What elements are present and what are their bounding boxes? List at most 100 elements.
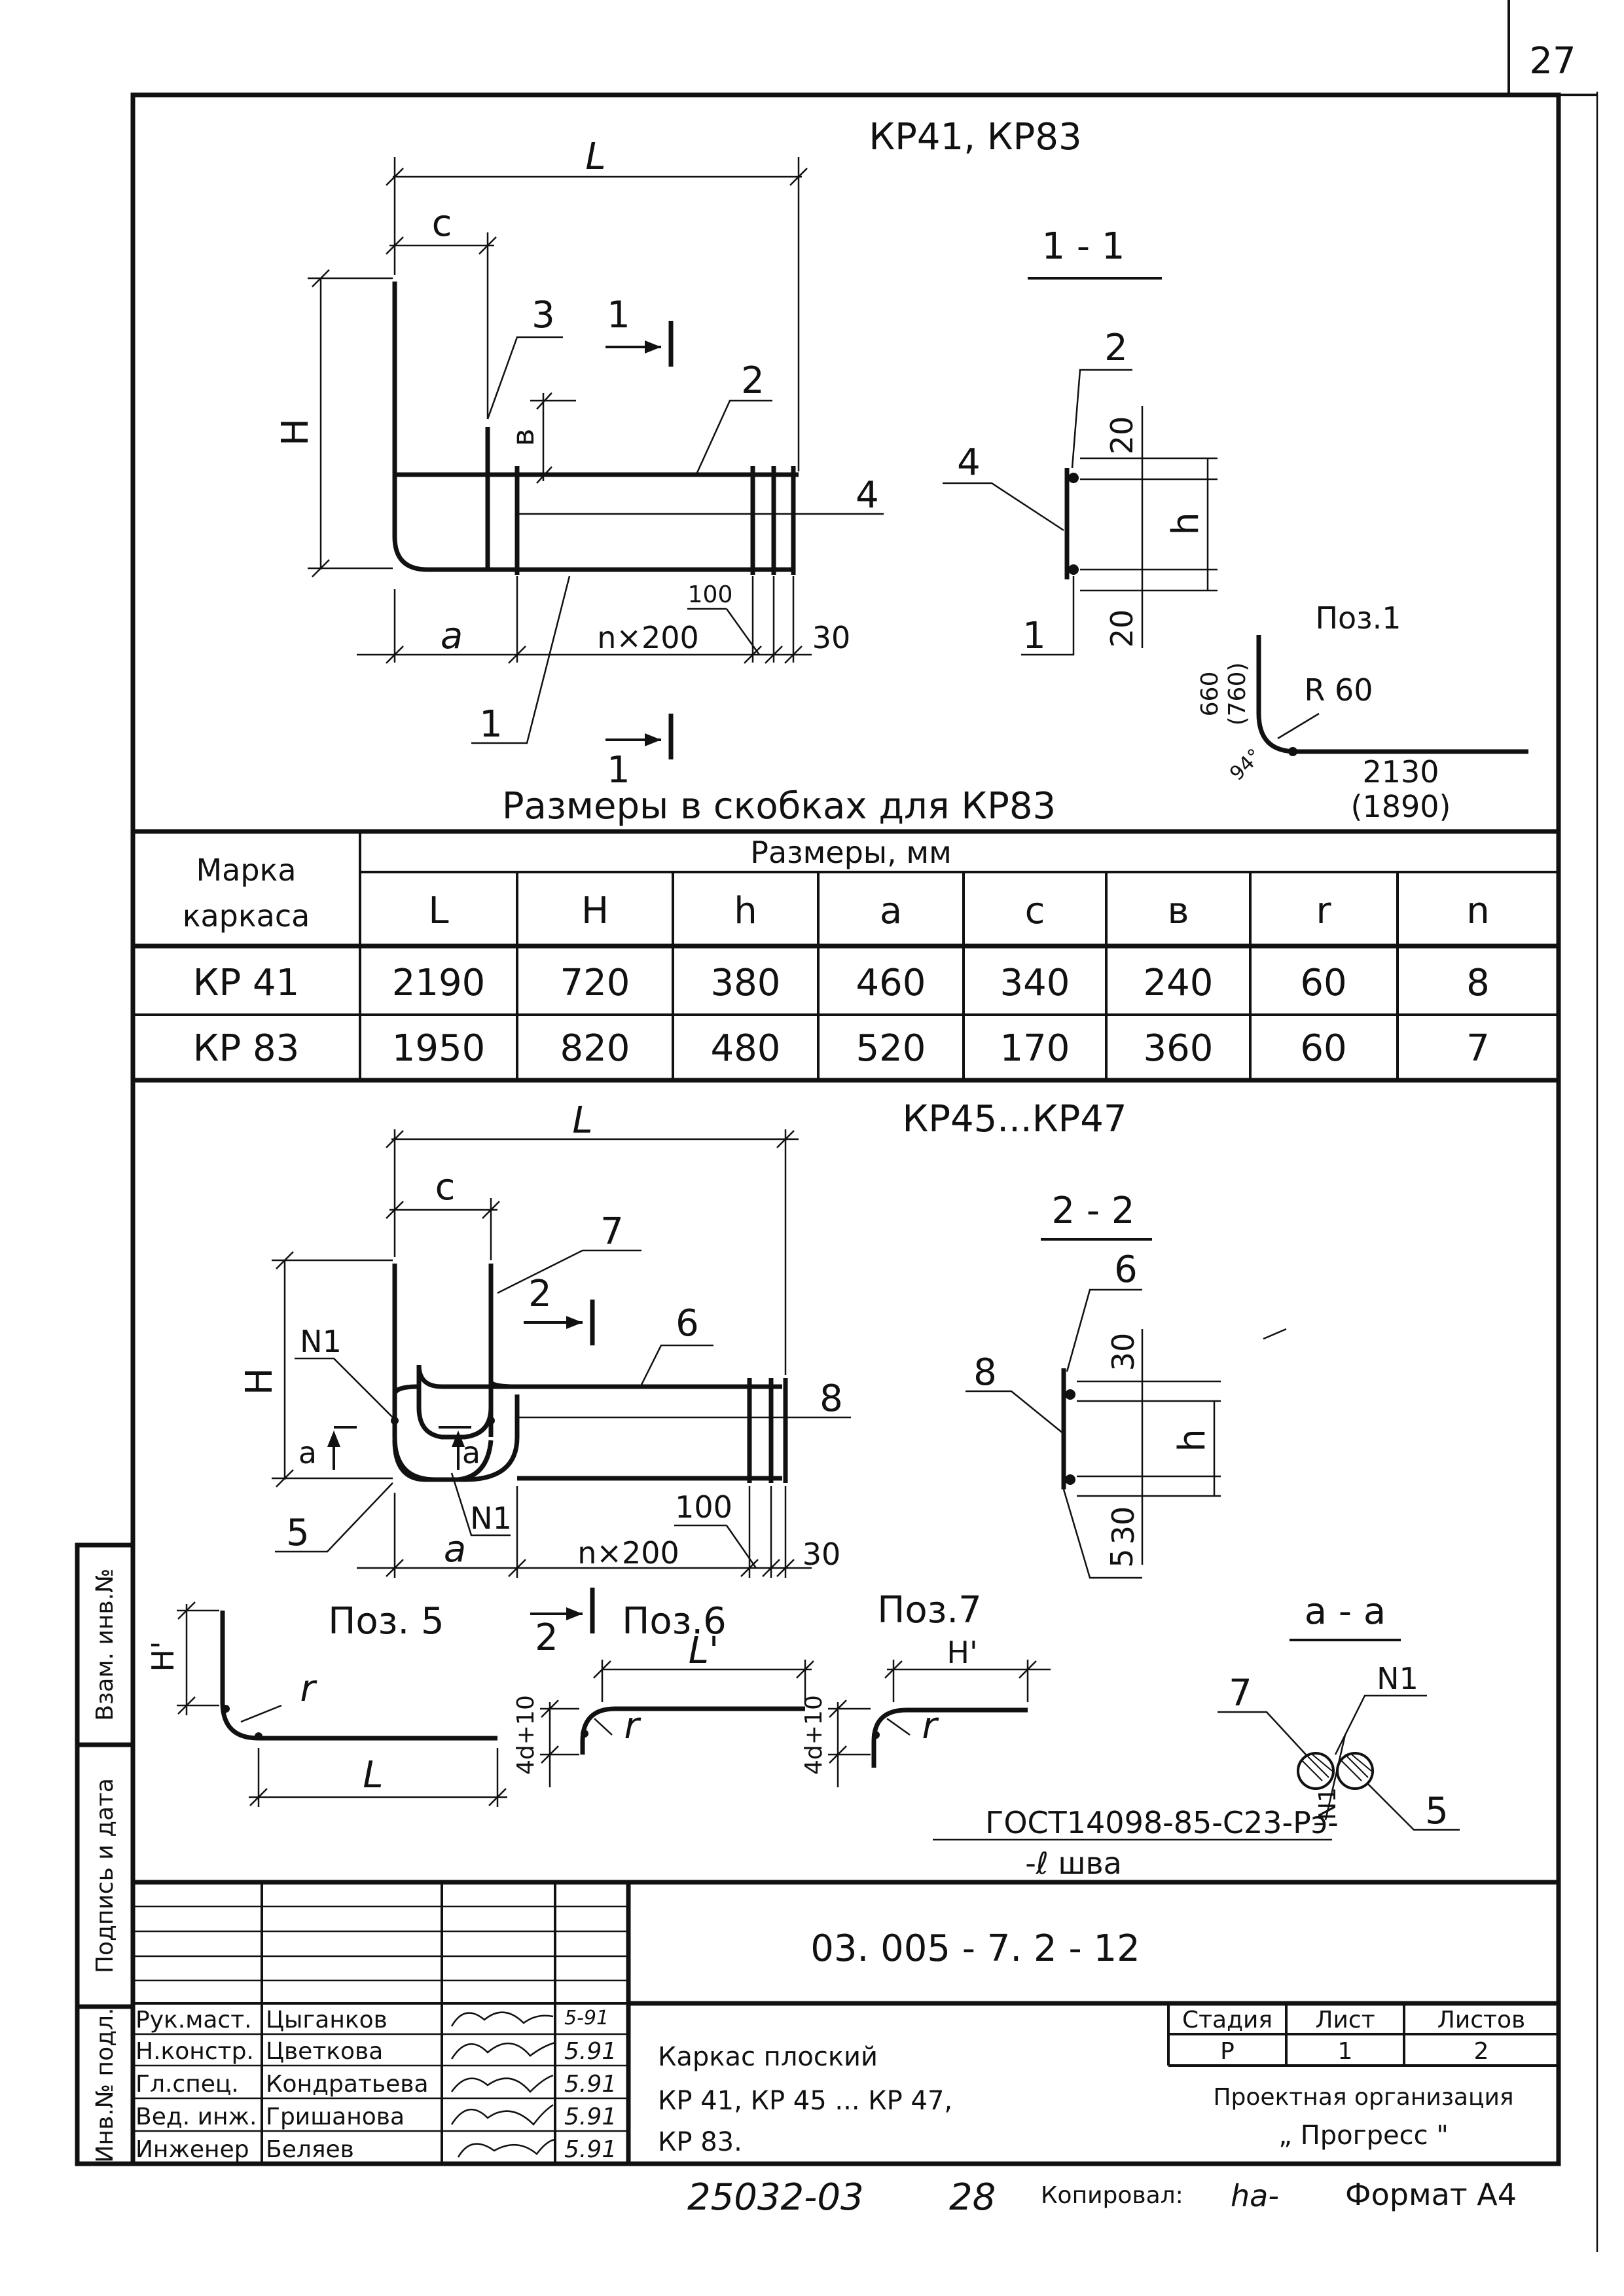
poz6-L: L' bbox=[689, 1630, 719, 1672]
table-cell: 240 bbox=[1144, 962, 1214, 1004]
table-col-header: h bbox=[734, 890, 757, 932]
bracket-note: Размеры в скобках для КР83 bbox=[502, 785, 1056, 828]
bottom-dim-H: H bbox=[238, 1368, 281, 1395]
footer-format: Формат А4 bbox=[1345, 2177, 1517, 2212]
table-header-group: Размеры, мм bbox=[750, 835, 952, 870]
bottom-N1-lower: N1 bbox=[470, 1501, 512, 1536]
side-stamp-inv-vzam: Взам. инв.№ bbox=[92, 1569, 118, 1721]
footer-page: 28 bbox=[949, 2176, 996, 2219]
side-stamp-inv-podl: Инв.№ подл. bbox=[92, 2008, 118, 2163]
frame2-corner bbox=[392, 1436, 494, 1482]
table-col-header: n bbox=[1466, 890, 1490, 932]
name-4: Гришанова bbox=[266, 2104, 405, 2130]
bottom-dim-100: 100 bbox=[675, 1489, 732, 1525]
table-cell: 7 bbox=[1466, 1027, 1490, 1070]
date-2: 5.91 bbox=[564, 2038, 617, 2065]
poz7-r: r bbox=[922, 1705, 939, 1747]
role-4: Вед. инж. bbox=[135, 2104, 257, 2130]
name-2: Цветкова bbox=[266, 2038, 383, 2065]
top-section-title: 1 - 1 bbox=[1041, 225, 1125, 268]
top-drawing: КР41, КР83 L c H в bbox=[274, 116, 1528, 828]
sheet-number: 27 bbox=[1529, 40, 1576, 82]
bottom-cut-marker-lower: 2 bbox=[535, 1616, 558, 1659]
outer-frame bbox=[130, 92, 1561, 2166]
table-row-mark: КР 41 bbox=[193, 962, 300, 1004]
bottom-dim-pitch: n×200 bbox=[577, 1535, 679, 1571]
aa-N1-upper: N1 bbox=[1377, 1661, 1418, 1696]
title-line-1: Каркас плоский bbox=[658, 2042, 878, 2072]
poz7-d: 4d+10 bbox=[801, 1695, 827, 1775]
poz6-rod bbox=[580, 1706, 805, 1755]
table-col-header: c bbox=[1025, 890, 1045, 932]
role-1: Рук.маст. bbox=[135, 2007, 252, 2033]
table-cell: 60 bbox=[1300, 1027, 1346, 1070]
title-line-3: КР 83. bbox=[658, 2127, 742, 2157]
frame2-loop bbox=[416, 1364, 779, 1440]
poz7-title: Поз.7 bbox=[877, 1589, 982, 1631]
date-5: 5.91 bbox=[564, 2136, 617, 2163]
table-col-header: L bbox=[428, 890, 448, 932]
bottom-drawing-title: КР45...КР47 bbox=[903, 1098, 1127, 1140]
dimensions-table: Марка каркаса Размеры, мм bbox=[133, 829, 1559, 1083]
top-dim-H: H bbox=[274, 418, 317, 446]
sheet-number-box bbox=[1507, 0, 1597, 96]
section2-pos-6: 6 bbox=[1114, 1248, 1138, 1291]
aa-N1-lower: N1 bbox=[1314, 1787, 1341, 1820]
signature-5 bbox=[457, 2138, 556, 2158]
role-5: Инженер bbox=[135, 2136, 249, 2163]
bottom-cut-a-right: a bbox=[462, 1435, 480, 1470]
section2-dim-h: h bbox=[1171, 1429, 1214, 1452]
poz5-L: L bbox=[363, 1754, 383, 1796]
table-cell: 380 bbox=[711, 962, 781, 1004]
section1-pos-1: 1 bbox=[1022, 615, 1046, 657]
poz1-rod bbox=[1256, 635, 1528, 754]
footer-copied-signature: ha- bbox=[1231, 2178, 1279, 2214]
table-col-header: в bbox=[1167, 890, 1189, 932]
top-pos-4: 4 bbox=[856, 474, 879, 517]
aa-seam: -ℓ шва bbox=[1025, 1846, 1122, 1881]
organization-line-2: „ Прогресс " bbox=[1278, 2121, 1449, 2151]
poz5-r: r bbox=[300, 1667, 317, 1710]
poz7-H: H' bbox=[947, 1635, 977, 1670]
table-cell: 170 bbox=[1000, 1027, 1070, 1070]
poz1-vertical-alt: (760) bbox=[1224, 663, 1251, 726]
bottom-N1-upper: N1 bbox=[300, 1324, 342, 1359]
table-col-header: r bbox=[1316, 890, 1331, 932]
table-cell: 8 bbox=[1466, 962, 1490, 1004]
bottom-pos-6: 6 bbox=[676, 1302, 699, 1345]
top-dim-c: c bbox=[432, 202, 452, 245]
top-pos-2: 2 bbox=[741, 359, 765, 402]
bottom-dim-c: c bbox=[435, 1166, 456, 1209]
section1-dim-20b: 20 bbox=[1104, 610, 1140, 648]
role-2: Н.констр. bbox=[135, 2038, 254, 2065]
name-1: Цыганков bbox=[266, 2007, 388, 2033]
table-cell: 480 bbox=[711, 1027, 781, 1070]
poz5-H: H' bbox=[145, 1641, 181, 1671]
poz1-horizontal: 2130 bbox=[1362, 754, 1439, 790]
signature-1 bbox=[450, 2011, 554, 2027]
section2-dim-30a: 30 bbox=[1106, 1333, 1141, 1372]
top-cut-marker-upper: 1 bbox=[607, 294, 630, 337]
table-col-header: a bbox=[880, 890, 902, 932]
section1-pos-4: 4 bbox=[957, 441, 981, 484]
poz1-horizontal-alt: (1890) bbox=[1351, 789, 1451, 824]
bottom-section-title: 2 - 2 bbox=[1051, 1190, 1134, 1232]
poz1-title: Поз.1 bbox=[1315, 600, 1401, 636]
table-cell: 360 bbox=[1144, 1027, 1214, 1070]
bottom-dim-L: L bbox=[572, 1099, 592, 1142]
aa-pos-5: 5 bbox=[1425, 1790, 1449, 1832]
aa-title: a - a bbox=[1305, 1590, 1386, 1633]
top-dim-b: в bbox=[505, 428, 541, 446]
table-cell: 2190 bbox=[392, 962, 486, 1004]
top-dim-pitch: n×200 bbox=[597, 620, 699, 655]
poz1-radius: R 60 bbox=[1304, 672, 1373, 708]
date-3: 5.91 bbox=[564, 2071, 617, 2098]
sheet-value: 1 bbox=[1338, 2038, 1353, 2065]
footer-number: 25032-03 bbox=[687, 2176, 864, 2219]
stage-header: Стадия bbox=[1182, 2007, 1272, 2033]
poz7-rod bbox=[871, 1707, 1028, 1768]
table-cell: 1950 bbox=[392, 1027, 486, 1070]
bottom-dim-a: a bbox=[444, 1528, 466, 1571]
table-cell: 820 bbox=[560, 1027, 630, 1070]
date-4: 5.91 bbox=[564, 2104, 617, 2130]
